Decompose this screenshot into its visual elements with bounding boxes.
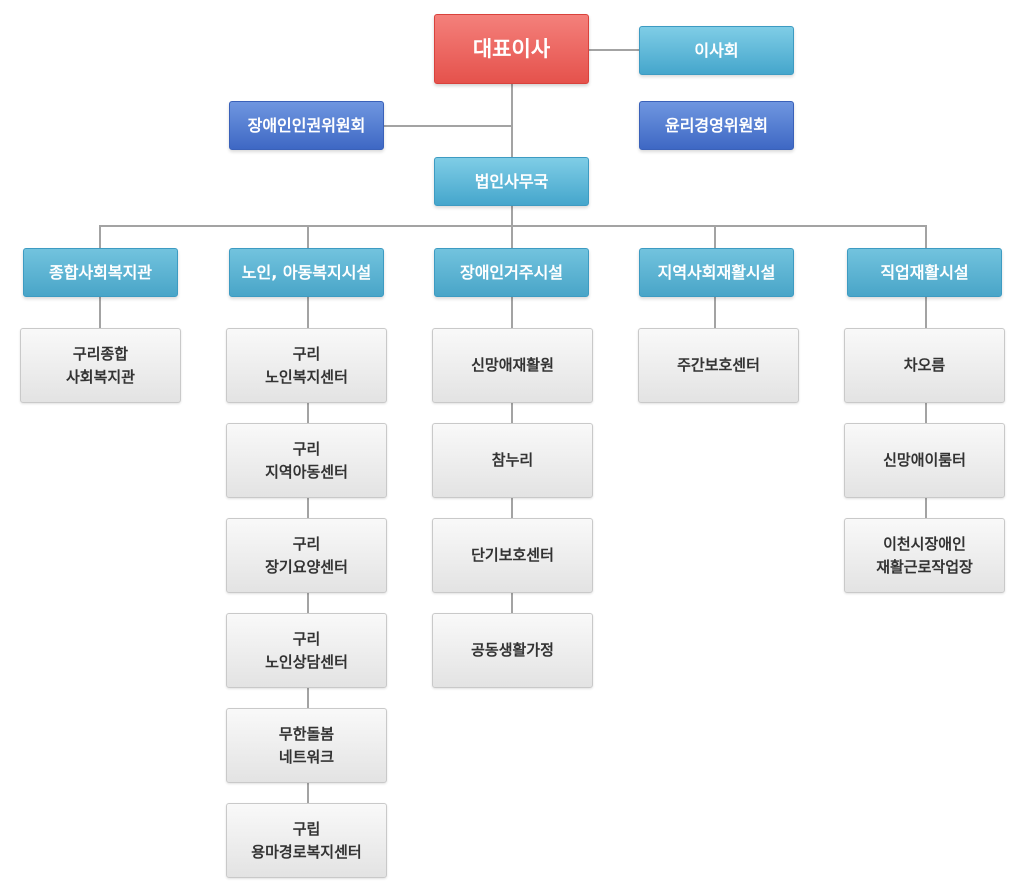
connector-drop-dept-5 — [925, 225, 927, 249]
connector-drop-dept-3 — [511, 225, 513, 249]
connector-drop-dept-4 — [714, 225, 716, 249]
rights-committee-box: 장애인인권위원회 — [229, 101, 384, 150]
connector-horizontal-bus — [99, 225, 927, 227]
facility-box: 구리 지역아동센터 — [226, 423, 387, 498]
connector-col-5 — [925, 296, 927, 519]
facility-box: 단기보호센터 — [432, 518, 593, 593]
facility-box: 공동생활가정 — [432, 613, 593, 688]
facility-box: 신망애이룸터 — [844, 423, 1005, 498]
board-box: 이사회 — [639, 26, 794, 75]
facility-box: 구리 장기요양센터 — [226, 518, 387, 593]
dept-community-rehab: 지역사회재활시설 — [639, 248, 794, 297]
connector-drop-dept-2 — [307, 225, 309, 249]
office-box: 법인사무국 — [434, 157, 589, 206]
facility-box: 구리종합 사회복지관 — [20, 328, 181, 403]
facility-box: 이천시장애인 재활근로작업장 — [844, 518, 1005, 593]
connector-ceo-board — [588, 49, 640, 51]
connector-rights-committee — [383, 125, 512, 127]
facility-box: 무한돌봄 네트워크 — [226, 708, 387, 783]
dept-vocational-rehab: 직업재활시설 — [847, 248, 1002, 297]
facility-box: 주간보호센터 — [638, 328, 799, 403]
connector-ceo-office — [511, 84, 513, 158]
facility-box: 차오름 — [844, 328, 1005, 403]
connector-col-1 — [99, 296, 101, 329]
ceo-box: 대표이사 — [434, 14, 589, 84]
dept-disabled-residence: 장애인거주시설 — [434, 248, 589, 297]
facility-box: 구리 노인상담센터 — [226, 613, 387, 688]
ethics-committee-box: 윤리경영위원회 — [639, 101, 794, 150]
connector-office-down — [511, 205, 513, 226]
facility-box: 참누리 — [432, 423, 593, 498]
facility-box: 신망애재활원 — [432, 328, 593, 403]
facility-box: 구립 용마경로복지센터 — [226, 803, 387, 878]
dept-community-welfare: 종합사회복지관 — [23, 248, 178, 297]
connector-col-4 — [714, 296, 716, 329]
connector-drop-dept-1 — [99, 225, 101, 249]
dept-elderly-child: 노인, 아동복지시설 — [229, 248, 384, 297]
facility-box: 구리 노인복지센터 — [226, 328, 387, 403]
